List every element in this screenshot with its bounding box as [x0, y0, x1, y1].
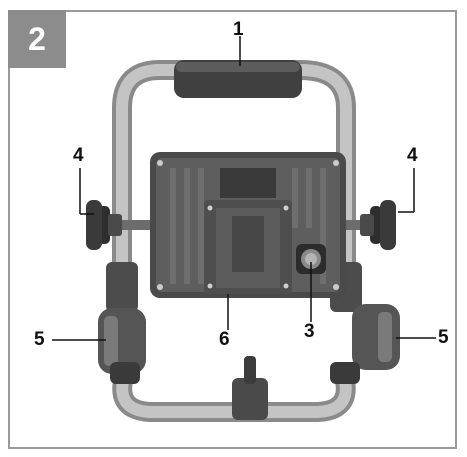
- hinge-left-joint: [98, 262, 146, 384]
- knob-right-part: [360, 200, 396, 250]
- callout-4-right: 4: [407, 145, 418, 166]
- leader-lines: [52, 36, 436, 341]
- figure-frame: [8, 10, 457, 449]
- battery-mount-part: [204, 200, 292, 294]
- stand-clip: [232, 378, 268, 420]
- knob-left-part: [86, 200, 122, 250]
- callout-3: 3: [304, 321, 315, 342]
- callout-5-left: 5: [34, 329, 45, 350]
- callout-4-left: 4: [73, 145, 84, 166]
- power-button-part: [296, 244, 326, 274]
- callout-6: 6: [219, 329, 230, 350]
- callout-1: 1: [233, 19, 244, 40]
- callout-5-right: 5: [438, 327, 449, 348]
- figure-number-badge: 2: [8, 10, 66, 68]
